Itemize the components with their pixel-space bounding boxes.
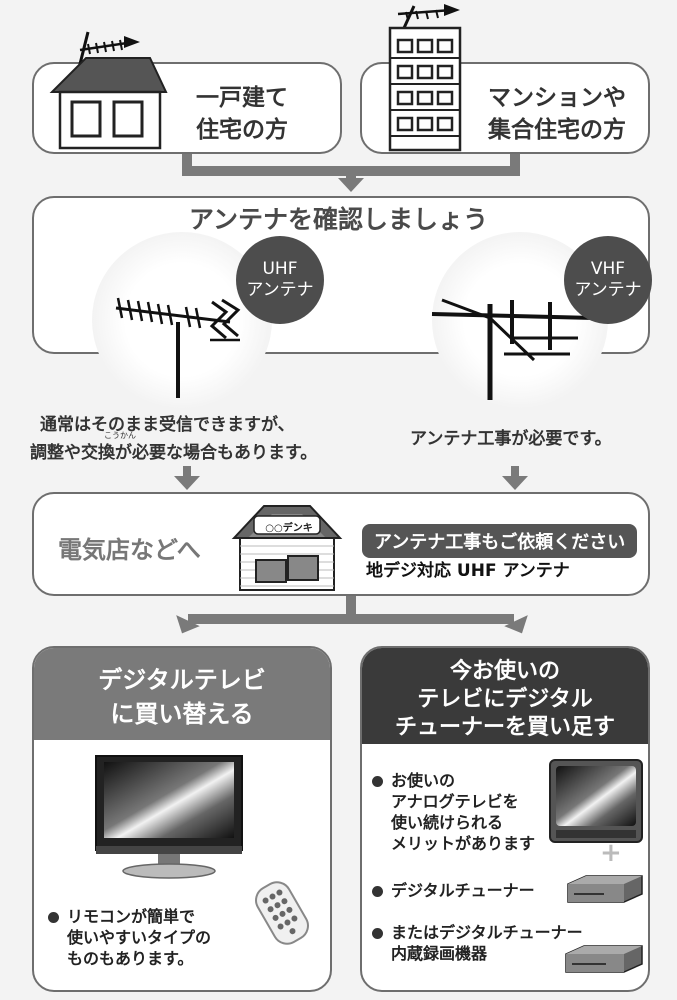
uhf-badge: UHF アンテナ [236,236,324,324]
uhf-badge-line2: アンテナ [246,280,314,300]
uhf-antenna-product: 地デジ対応 UHF アンテナ [366,561,570,581]
bullet-dot [372,776,383,787]
recorder-item: またはデジタルチューナー 内蔵録画機器 [372,922,583,964]
uhf-arrow-stem [183,466,191,478]
vhf-badge-line2: アンテナ [574,280,642,300]
bullet-dot [372,928,383,939]
remote-feature-text: リモコンが簡単で 使いやすいタイプの ものもあります。 [48,906,211,969]
store-label: 電気店などへ [58,536,201,564]
vhf-note: アンテナ工事が必要です。 [410,429,612,449]
house-label-line2: 住宅の方 [196,117,288,143]
bullet-dot [372,886,383,897]
apartment-building-icon [388,4,462,152]
recorder-item-line1: またはデジタルチューナー [391,923,583,942]
connector-down [346,166,356,180]
tuner-title-line2: テレビにデジタル [417,687,593,712]
split-connector-down [346,596,356,622]
vhf-badge-line1: VHF [590,259,626,279]
recorder-item-line2: 内蔵録画機器 [391,944,488,963]
uhf-note-line1: 通常はそのまま受信できますが、 [40,415,295,435]
tuner-benefit-line2: アナログテレビを [391,792,519,811]
split-connector-bar [188,614,514,624]
bullet-dot [48,912,59,923]
uhf-down-arrow-icon [174,476,200,490]
tuner-option-panel [360,646,650,992]
house-icon [49,31,168,150]
tuner-benefit-line3: 使い続けられる [391,813,504,832]
mansion-label-line1: マンションや [488,85,626,111]
down-arrow-icon [338,178,364,192]
tuner-item-label: デジタルチューナー [391,881,535,900]
uhf-antenna-icon [115,297,241,398]
tuner-title-line3: チューナーを買い足す [394,715,615,740]
tuner-title-line1: 今お使いの [449,659,560,684]
digital-tv-option-header [34,648,330,740]
tuner-benefit-line1: お使いの [391,771,456,790]
remote-feature-line3: ものもあります。 [67,949,194,968]
vhf-antenna-icon [431,298,595,400]
plus-sign: + [600,838,622,868]
antenna-work-request: アンテナ工事もご依頼ください [362,524,638,558]
vhf-badge: VHF アンテナ [564,236,652,324]
digital-tv-title-line1: デジタルテレビ [98,666,266,694]
built-in-tuner-recorder-icon [565,945,643,973]
house-label-line1: 一戸建て [196,85,288,111]
remote-feature-line1: リモコンが簡単で [67,907,196,926]
shop-sign: ○○デンキ [265,523,313,534]
tuner-benefit-text: お使いの アナログテレビを 使い続けられる メリットがあります [372,770,535,854]
uhf-badge-line1: UHF [262,259,298,279]
flat-screen-tv-icon [95,755,243,879]
ruby-kan: かん [120,431,136,440]
remote-control-icon [255,881,309,945]
ruby-kou: こう [104,431,120,440]
electronics-store-icon [231,505,343,591]
vhf-arrow-stem [511,466,519,478]
crt-tv-icon [549,759,643,843]
digital-tuner-icon [567,875,643,903]
mansion-label-line2: 集合住宅の方 [488,117,626,143]
vhf-down-arrow-icon [502,476,528,490]
tuner-option-header [362,648,648,744]
connector-right [510,154,520,176]
connector-left [182,154,192,176]
remote-feature-line2: 使いやすいタイプの [67,928,212,947]
tuner-item: デジタルチューナー [372,880,535,901]
digital-tv-title-line2: に買い替える [110,700,254,728]
antenna-check-title: アンテナを確認しましょう [188,205,488,234]
tuner-benefit-line4: メリットがあります [391,834,536,853]
uhf-note-line2: 調整や交換が必要な場合もあります。 [30,443,318,463]
